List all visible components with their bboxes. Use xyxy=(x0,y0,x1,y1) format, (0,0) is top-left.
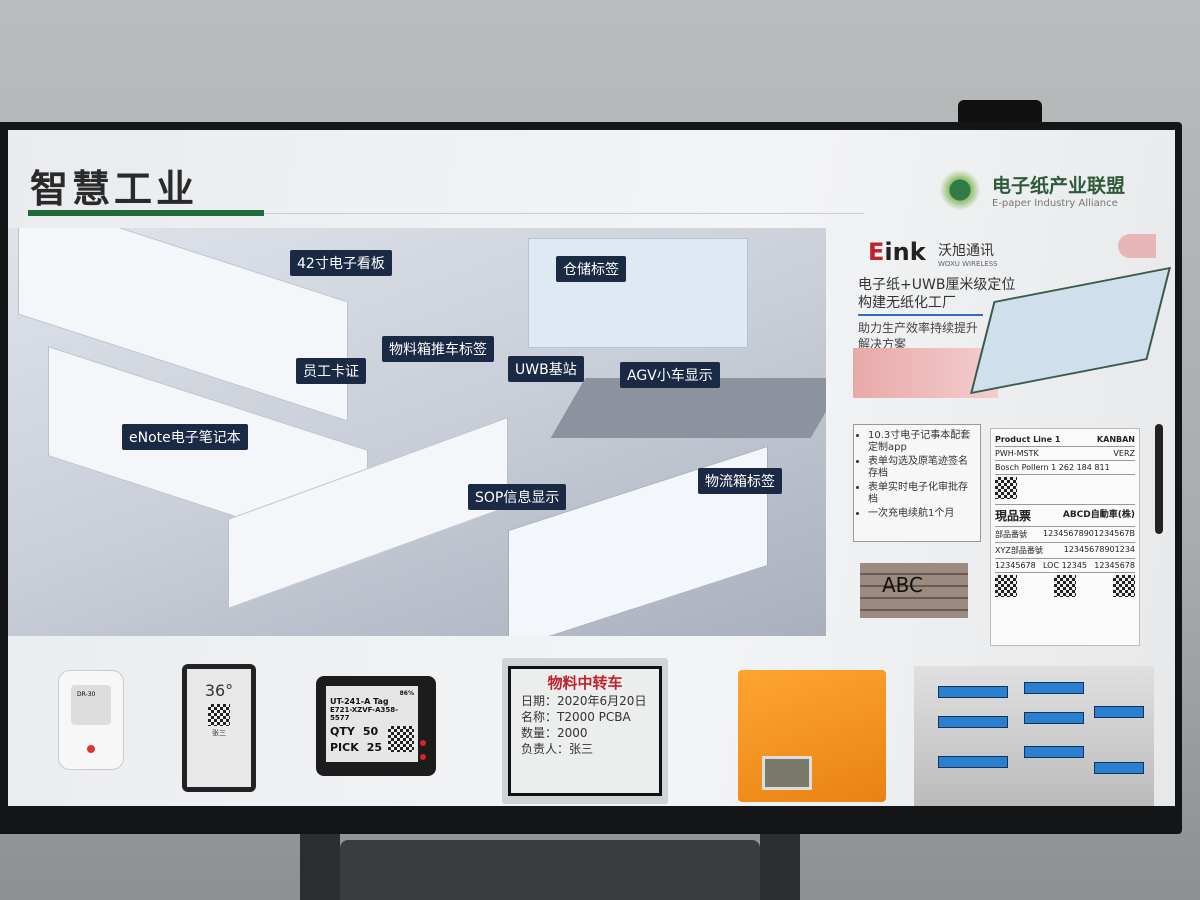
title-underline xyxy=(28,210,264,216)
label-storage: 仓储标签 xyxy=(556,256,626,282)
logo-mark-icon xyxy=(936,166,984,214)
button-icon xyxy=(87,745,95,753)
chair xyxy=(340,840,760,900)
divider xyxy=(264,213,864,214)
qr-code-icon xyxy=(1113,575,1135,597)
headline: 电子纸+UWB厘米级定位构建无纸化工厂 xyxy=(858,277,1016,311)
uwb-tag-device: DR-30 xyxy=(58,670,124,770)
storage-rack xyxy=(914,666,1154,806)
material-tag: 86% UT-241-A Tag E721-XZVF-A358-5577 QTY… xyxy=(316,676,436,776)
stylus xyxy=(1155,424,1163,534)
slide-title: 智慧工业 xyxy=(30,167,199,211)
cart-display: 物料中转车 日期：2020年6月20日 名称：T2000 PCBA 数量：200… xyxy=(502,658,668,804)
logistics-crate xyxy=(738,670,886,802)
label-42-inch-board: 42寸电子看板 xyxy=(290,250,392,276)
warehouse-shelves xyxy=(528,238,748,348)
badge-name: 张三 xyxy=(212,729,226,737)
qr-code-icon xyxy=(388,726,414,752)
label-uwb: UWB基站 xyxy=(508,356,584,382)
feature-list: 10.3寸电子记事本配套定制app 表单勾选及原笔迹签名存档 表单实时电子化审批… xyxy=(853,424,981,542)
logo-en: E-paper Industry Alliance xyxy=(992,198,1118,209)
label-sop: SOP信息显示 xyxy=(468,484,567,510)
headline-underline xyxy=(858,314,983,316)
list-item: 表单实时电子化审批存档 xyxy=(868,482,974,506)
label-enote: eNote电子笔记本 xyxy=(122,424,248,450)
temperature: 36° xyxy=(204,681,234,700)
qr-code-icon xyxy=(995,477,1017,499)
subhead: 助力生产效率持续提升解决方案 xyxy=(858,321,979,351)
handwriting-sample: ABC xyxy=(860,563,968,618)
label-badge: 员工卡证 xyxy=(296,358,366,384)
label-cart-tag: 物料箱推车标签 xyxy=(382,336,494,362)
led-icon xyxy=(420,754,426,760)
label-agv: AGV小车显示 xyxy=(620,362,720,388)
logo-cn: 电子纸产业联盟 xyxy=(992,175,1126,197)
speaker-icon[interactable] xyxy=(1118,234,1156,258)
list-item: 表单勾选及原笔迹签名存档 xyxy=(868,456,974,480)
qr-code-icon xyxy=(208,704,230,726)
list-item: 一次充电续航1个月 xyxy=(868,508,974,520)
crate-label xyxy=(762,756,812,790)
qr-code-icon xyxy=(1054,575,1076,597)
employee-badge: 36° 张三 xyxy=(182,664,256,792)
list-item: 10.3寸电子记事本配套定制app xyxy=(868,430,974,454)
factory-illustration: 42寸电子看板 仓储标签 物料箱推车标签 员工卡证 UWB基站 AGV小车显示 … xyxy=(8,228,826,636)
alliance-logo: 电子纸产业联盟 E-paper Industry Alliance xyxy=(936,166,1125,214)
slide: 智慧工业 电子纸产业联盟 E-paper Industry Alliance 4… xyxy=(8,130,1175,806)
barcode-icon xyxy=(995,575,1017,597)
led-icon xyxy=(420,740,426,746)
label-logistics: 物流箱标签 xyxy=(698,468,782,494)
eink-logo: Eink xyxy=(868,238,926,266)
